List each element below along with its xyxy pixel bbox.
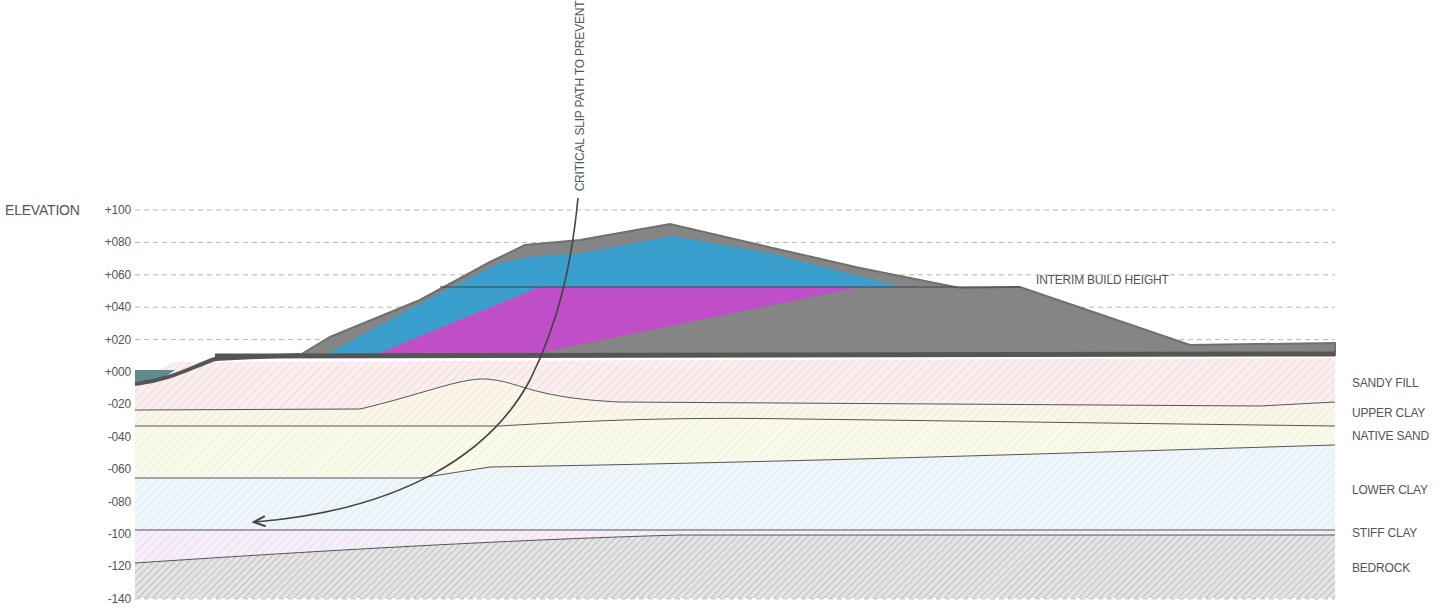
- elevation-tick: -100: [108, 527, 131, 541]
- elevation-tick: -040: [108, 430, 131, 444]
- elevation-gridlines: [135, 210, 1335, 599]
- layer-name: LOWER CLAY: [1352, 483, 1428, 497]
- layer-name: STIFF CLAY: [1352, 526, 1417, 540]
- interim-height-label: INTERIM BUILD HEIGHT: [1036, 273, 1169, 287]
- elevation-tick: +100: [105, 203, 131, 217]
- embankment-base: [215, 354, 1335, 356]
- stiff-clay-layer: [135, 530, 1335, 563]
- elevation-tick: -080: [108, 495, 131, 509]
- elevation-tick: +080: [105, 235, 131, 249]
- embankment-magenta-fill: [375, 287, 860, 355]
- layer-name: UPPER CLAY: [1352, 406, 1425, 420]
- elevation-tick: +040: [105, 300, 131, 314]
- elevation-tick: -060: [108, 462, 131, 476]
- embankment-outer-fill: [300, 224, 1335, 355]
- interim-build-line: [440, 286, 1020, 287]
- layer-name: SANDY FILL: [1352, 376, 1418, 390]
- axis-title: ELEVATION: [5, 203, 80, 217]
- elevation-tick: +020: [105, 333, 131, 347]
- gridline: [135, 598, 1335, 599]
- layer-boundaries: [135, 379, 1335, 563]
- native-sand-layer: [135, 418, 1335, 478]
- sandy-fill-layer: [135, 358, 1335, 410]
- elevation-tick: -020: [108, 397, 131, 411]
- critical-slip-path: [255, 198, 578, 522]
- elevation-tick: +000: [105, 365, 131, 379]
- elevation-tick: -140: [108, 592, 131, 606]
- gridline: [135, 210, 1335, 211]
- layer-name: BEDROCK: [1352, 561, 1410, 575]
- elevation-tick: +060: [105, 268, 131, 282]
- ground-line: [135, 355, 300, 384]
- slip-path-label: CRITICAL SLIP PATH TO PREVENT: [573, 1, 587, 192]
- elevation-tick: -120: [108, 559, 131, 573]
- layer-name: NATIVE SAND: [1352, 429, 1429, 443]
- embankment-blue-fill: [325, 236, 905, 355]
